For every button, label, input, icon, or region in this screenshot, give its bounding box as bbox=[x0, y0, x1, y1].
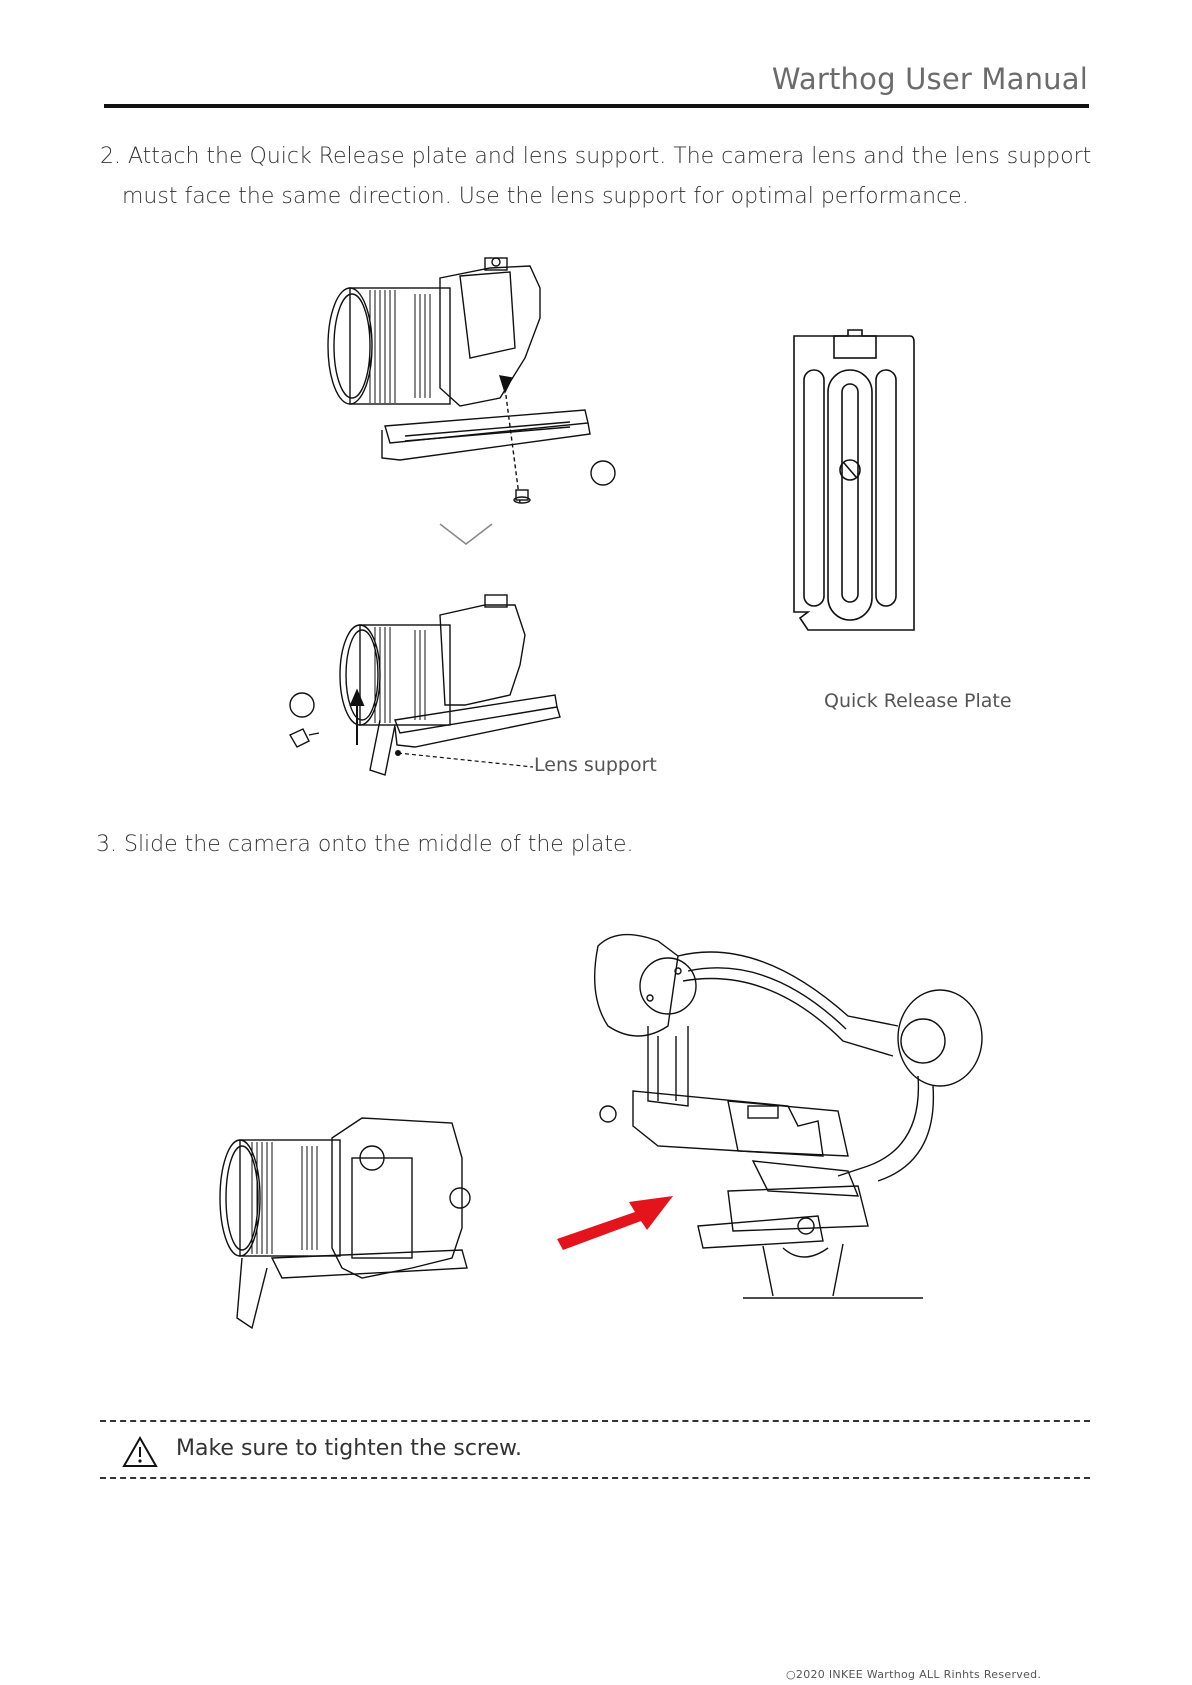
slide-direction-arrow-icon bbox=[557, 1196, 673, 1250]
step3-text: 3. Slide the camera onto the middle of t… bbox=[96, 832, 634, 857]
note-divider-bottom bbox=[100, 1477, 1090, 1479]
camera-with-lens-support-illustration bbox=[289, 594, 561, 776]
step2-text-line2: must face the same direction. Use the le… bbox=[122, 184, 969, 209]
page-header-title: Warthog User Manual bbox=[771, 62, 1088, 96]
header-rule bbox=[104, 104, 1089, 108]
camera-side-illustration bbox=[219, 1117, 471, 1330]
lens-support-label: Lens support bbox=[534, 754, 657, 776]
note-divider-top bbox=[100, 1420, 1090, 1422]
quick-release-plate-label: Quick Release Plate bbox=[824, 690, 1012, 712]
quick-release-plate-illustration bbox=[793, 329, 915, 631]
step2-text-line1: 2. Attach the Quick Release plate and le… bbox=[100, 144, 1092, 169]
note-text: Make sure to tighten the screw. bbox=[176, 1436, 522, 1461]
warning-icon bbox=[122, 1435, 158, 1467]
footer-copyright: ○2020 INKEE Warthog ALL Rinhts Reserved. bbox=[786, 1668, 1042, 1681]
chevron-down-icon bbox=[439, 523, 493, 545]
camera-plate-illustration-top bbox=[327, 257, 616, 504]
gimbal-illustration bbox=[594, 933, 983, 1299]
